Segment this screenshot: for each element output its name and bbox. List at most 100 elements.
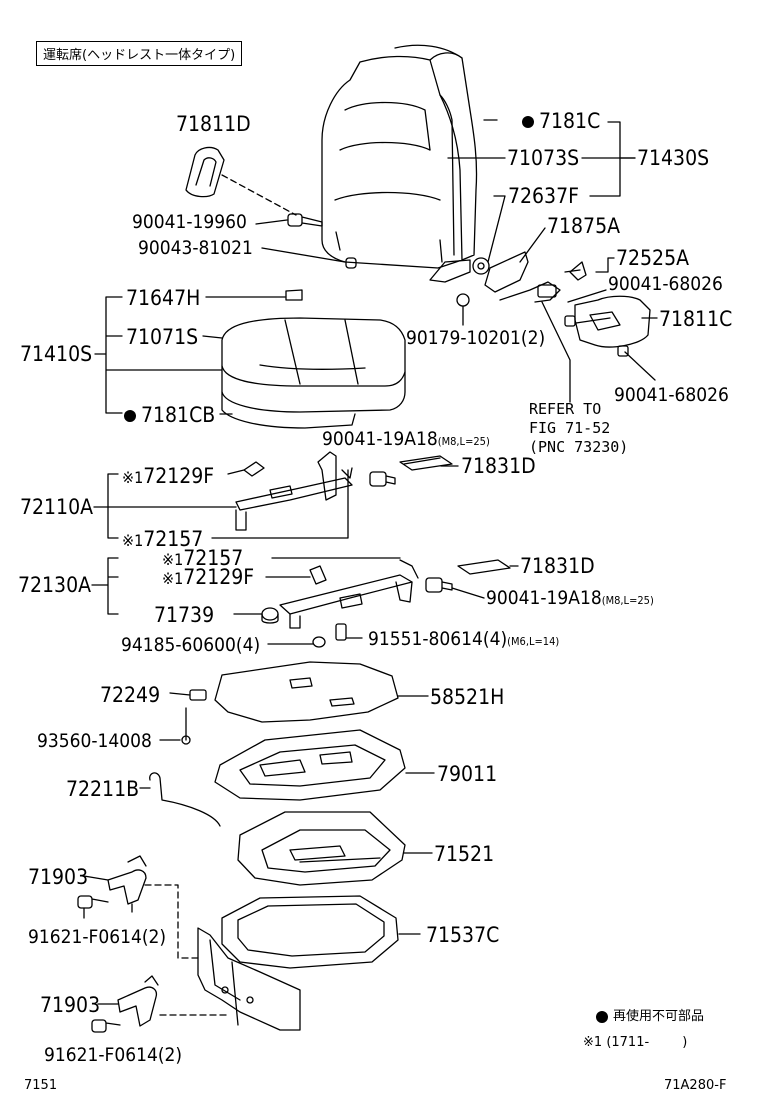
part-label-72211B[interactable]: 72211B <box>66 777 140 801</box>
part-label-90041-68026-lower[interactable]: 90041-68026 <box>614 384 729 406</box>
part-label-71811C[interactable]: 71811C <box>659 307 733 331</box>
part-label-71073S[interactable]: 71073S <box>507 146 580 170</box>
dashed-line-71903a <box>144 884 199 959</box>
part-number-72129F-lower[interactable]: 72129F <box>183 565 255 589</box>
bracket-71410S <box>94 296 223 414</box>
part-number-91551-80614[interactable]: 91551-80614(4) <box>368 628 508 650</box>
part-label-91621-F0614-upper[interactable]: 91621-F0614(2) <box>28 926 167 948</box>
non-reusable-dot-icon <box>596 1010 608 1023</box>
part-label-71071S[interactable]: 71071S <box>126 325 199 349</box>
part-number-72157-lower[interactable]: 72157 <box>183 546 244 570</box>
part-label-90041-19A18-lower[interactable]: 90041-19A18(M8,L=25) <box>486 589 654 608</box>
wire-72211B-drawing <box>149 772 221 827</box>
part-label-90041-19A18-upper[interactable]: 90041-19A18(M8,L=25) <box>322 430 490 449</box>
part-label-71647H[interactable]: 71647H <box>126 286 201 310</box>
leader-90041-68026a <box>567 289 607 303</box>
part-label-91621-F0614-lower[interactable]: 91621-F0614(2) <box>44 1044 183 1066</box>
leader-72249 <box>169 692 191 696</box>
side-frame-drawing <box>197 927 301 1031</box>
part-label-72129F-lower[interactable]: ※172129F <box>162 567 254 588</box>
part-label-90179-10201[interactable]: 90179-10201(2) <box>406 327 546 349</box>
part-label-72249[interactable]: 72249 <box>100 683 161 707</box>
non-reusable-dot-icon <box>522 116 534 128</box>
diagram-title: 運転席(ヘッドレスト一体タイプ) <box>36 41 243 66</box>
leader-72129F-a <box>227 469 245 475</box>
part-label-72110A[interactable]: 72110A <box>20 495 94 519</box>
bracket-72110A <box>107 473 119 539</box>
lever-71903-lower-drawing <box>91 975 159 1033</box>
spec-note-lower: (M8,L=25) <box>601 594 654 607</box>
bracket-72130A <box>91 557 119 615</box>
part-label-71430S[interactable]: 71430S <box>637 146 710 170</box>
refer-line-1: REFER TO <box>529 400 602 418</box>
part-label-72130A[interactable]: 72130A <box>18 573 92 597</box>
part-label-71811D[interactable]: 71811D <box>176 112 251 136</box>
part-label-90041-19960[interactable]: 90041-19960 <box>132 211 247 233</box>
seat-base-plate-drawing <box>181 661 399 745</box>
part-number-90041-19A18-upper[interactable]: 90041-19A18 <box>322 428 438 450</box>
part-label-94185-60600[interactable]: 94185-60600(4) <box>121 634 261 656</box>
footer-page-number: 7151 <box>24 1078 58 1093</box>
note-mark: ※1 <box>122 468 144 487</box>
part-label-58521H[interactable]: 58521H <box>430 685 505 709</box>
part-number-72157-upper[interactable]: 72157 <box>143 527 204 551</box>
part-label-72525A[interactable]: 72525A <box>616 246 690 270</box>
note-mark: ※1 <box>162 550 184 569</box>
refer-line-2[interactable]: FIG 71-52 <box>529 419 611 437</box>
legend-mark-text: (1711- <box>606 1035 650 1050</box>
note-mark: ※1 <box>162 569 184 588</box>
leader-90041-19A18b <box>451 587 485 599</box>
part-label-71903-upper[interactable]: 71903 <box>28 865 89 889</box>
side-cover-71811D-drawing <box>185 146 225 198</box>
seat-back-drawing <box>321 44 478 269</box>
spec-note-91551: (M6,L=14) <box>507 635 560 648</box>
note-mark: ※1 <box>122 531 144 550</box>
leader-71071S <box>202 335 223 339</box>
part-label-71410S[interactable]: 71410S <box>20 342 93 366</box>
part-label-71739[interactable]: 71739 <box>154 603 215 627</box>
part-label-71875A[interactable]: 71875A <box>547 214 621 238</box>
part-label-71831D-upper[interactable]: 71831D <box>461 454 536 478</box>
legend-mark-note: ※1 (1711- ) <box>583 1036 687 1049</box>
leader-dashed-71811D <box>221 174 297 216</box>
legend-mark: ※1 <box>583 1035 603 1050</box>
frame-71537C-drawing <box>221 895 399 969</box>
lever-71903-upper-drawing <box>77 855 147 913</box>
leader-72157-a <box>211 469 349 539</box>
legend-non-reusable: 再使用不可部品 <box>596 1010 704 1023</box>
part-label-72157-upper[interactable]: ※172157 <box>122 529 203 550</box>
recliner-drawing <box>429 227 651 357</box>
part-label-90043-81021[interactable]: 90043-81021 <box>138 237 253 259</box>
seat-pan-71521-drawing <box>237 811 406 886</box>
part-label-7181C[interactable]: 7181C <box>522 111 600 132</box>
part-label-7181CB[interactable]: 7181CB <box>124 405 215 426</box>
bolt-drawing <box>255 213 357 269</box>
part-label-72129F-upper[interactable]: ※172129F <box>122 466 214 487</box>
non-reusable-dot-icon <box>124 410 136 422</box>
part-number-7181CB[interactable]: 7181CB <box>141 403 216 427</box>
part-number-90041-19A18-lower[interactable]: 90041-19A18 <box>486 587 602 609</box>
bracket-71430S <box>589 121 636 197</box>
refer-line-3[interactable]: (PNC 73230) <box>529 438 629 456</box>
part-label-91551-80614[interactable]: 91551-80614(4)(M6,L=14) <box>368 630 559 649</box>
leader-90041-68026b <box>624 351 656 381</box>
spec-note-upper: (M8,L=25) <box>437 435 490 448</box>
part-label-79011[interactable]: 79011 <box>437 762 498 786</box>
part-number-72129F-upper[interactable]: 72129F <box>143 464 215 488</box>
part-label-71903-lower[interactable]: 71903 <box>40 993 101 1017</box>
part-number-7181C[interactable]: 7181C <box>539 109 601 133</box>
part-label-71537C[interactable]: 71537C <box>426 923 500 947</box>
part-label-72157-lower[interactable]: ※172157 <box>162 548 243 569</box>
legend-non-reusable-text: 再使用不可部品 <box>613 1009 705 1024</box>
seat-track-upper-drawing <box>235 451 453 531</box>
part-label-71831D-lower[interactable]: 71831D <box>520 554 595 578</box>
leader-refer <box>541 301 571 403</box>
part-label-72637F[interactable]: 72637F <box>508 184 579 208</box>
leader-71903a <box>83 875 109 881</box>
part-label-90041-68026-upper[interactable]: 90041-68026 <box>608 273 723 295</box>
part-label-93560-14008[interactable]: 93560-14008 <box>37 730 152 752</box>
part-label-71521[interactable]: 71521 <box>434 842 495 866</box>
leader-72637F <box>487 195 506 263</box>
